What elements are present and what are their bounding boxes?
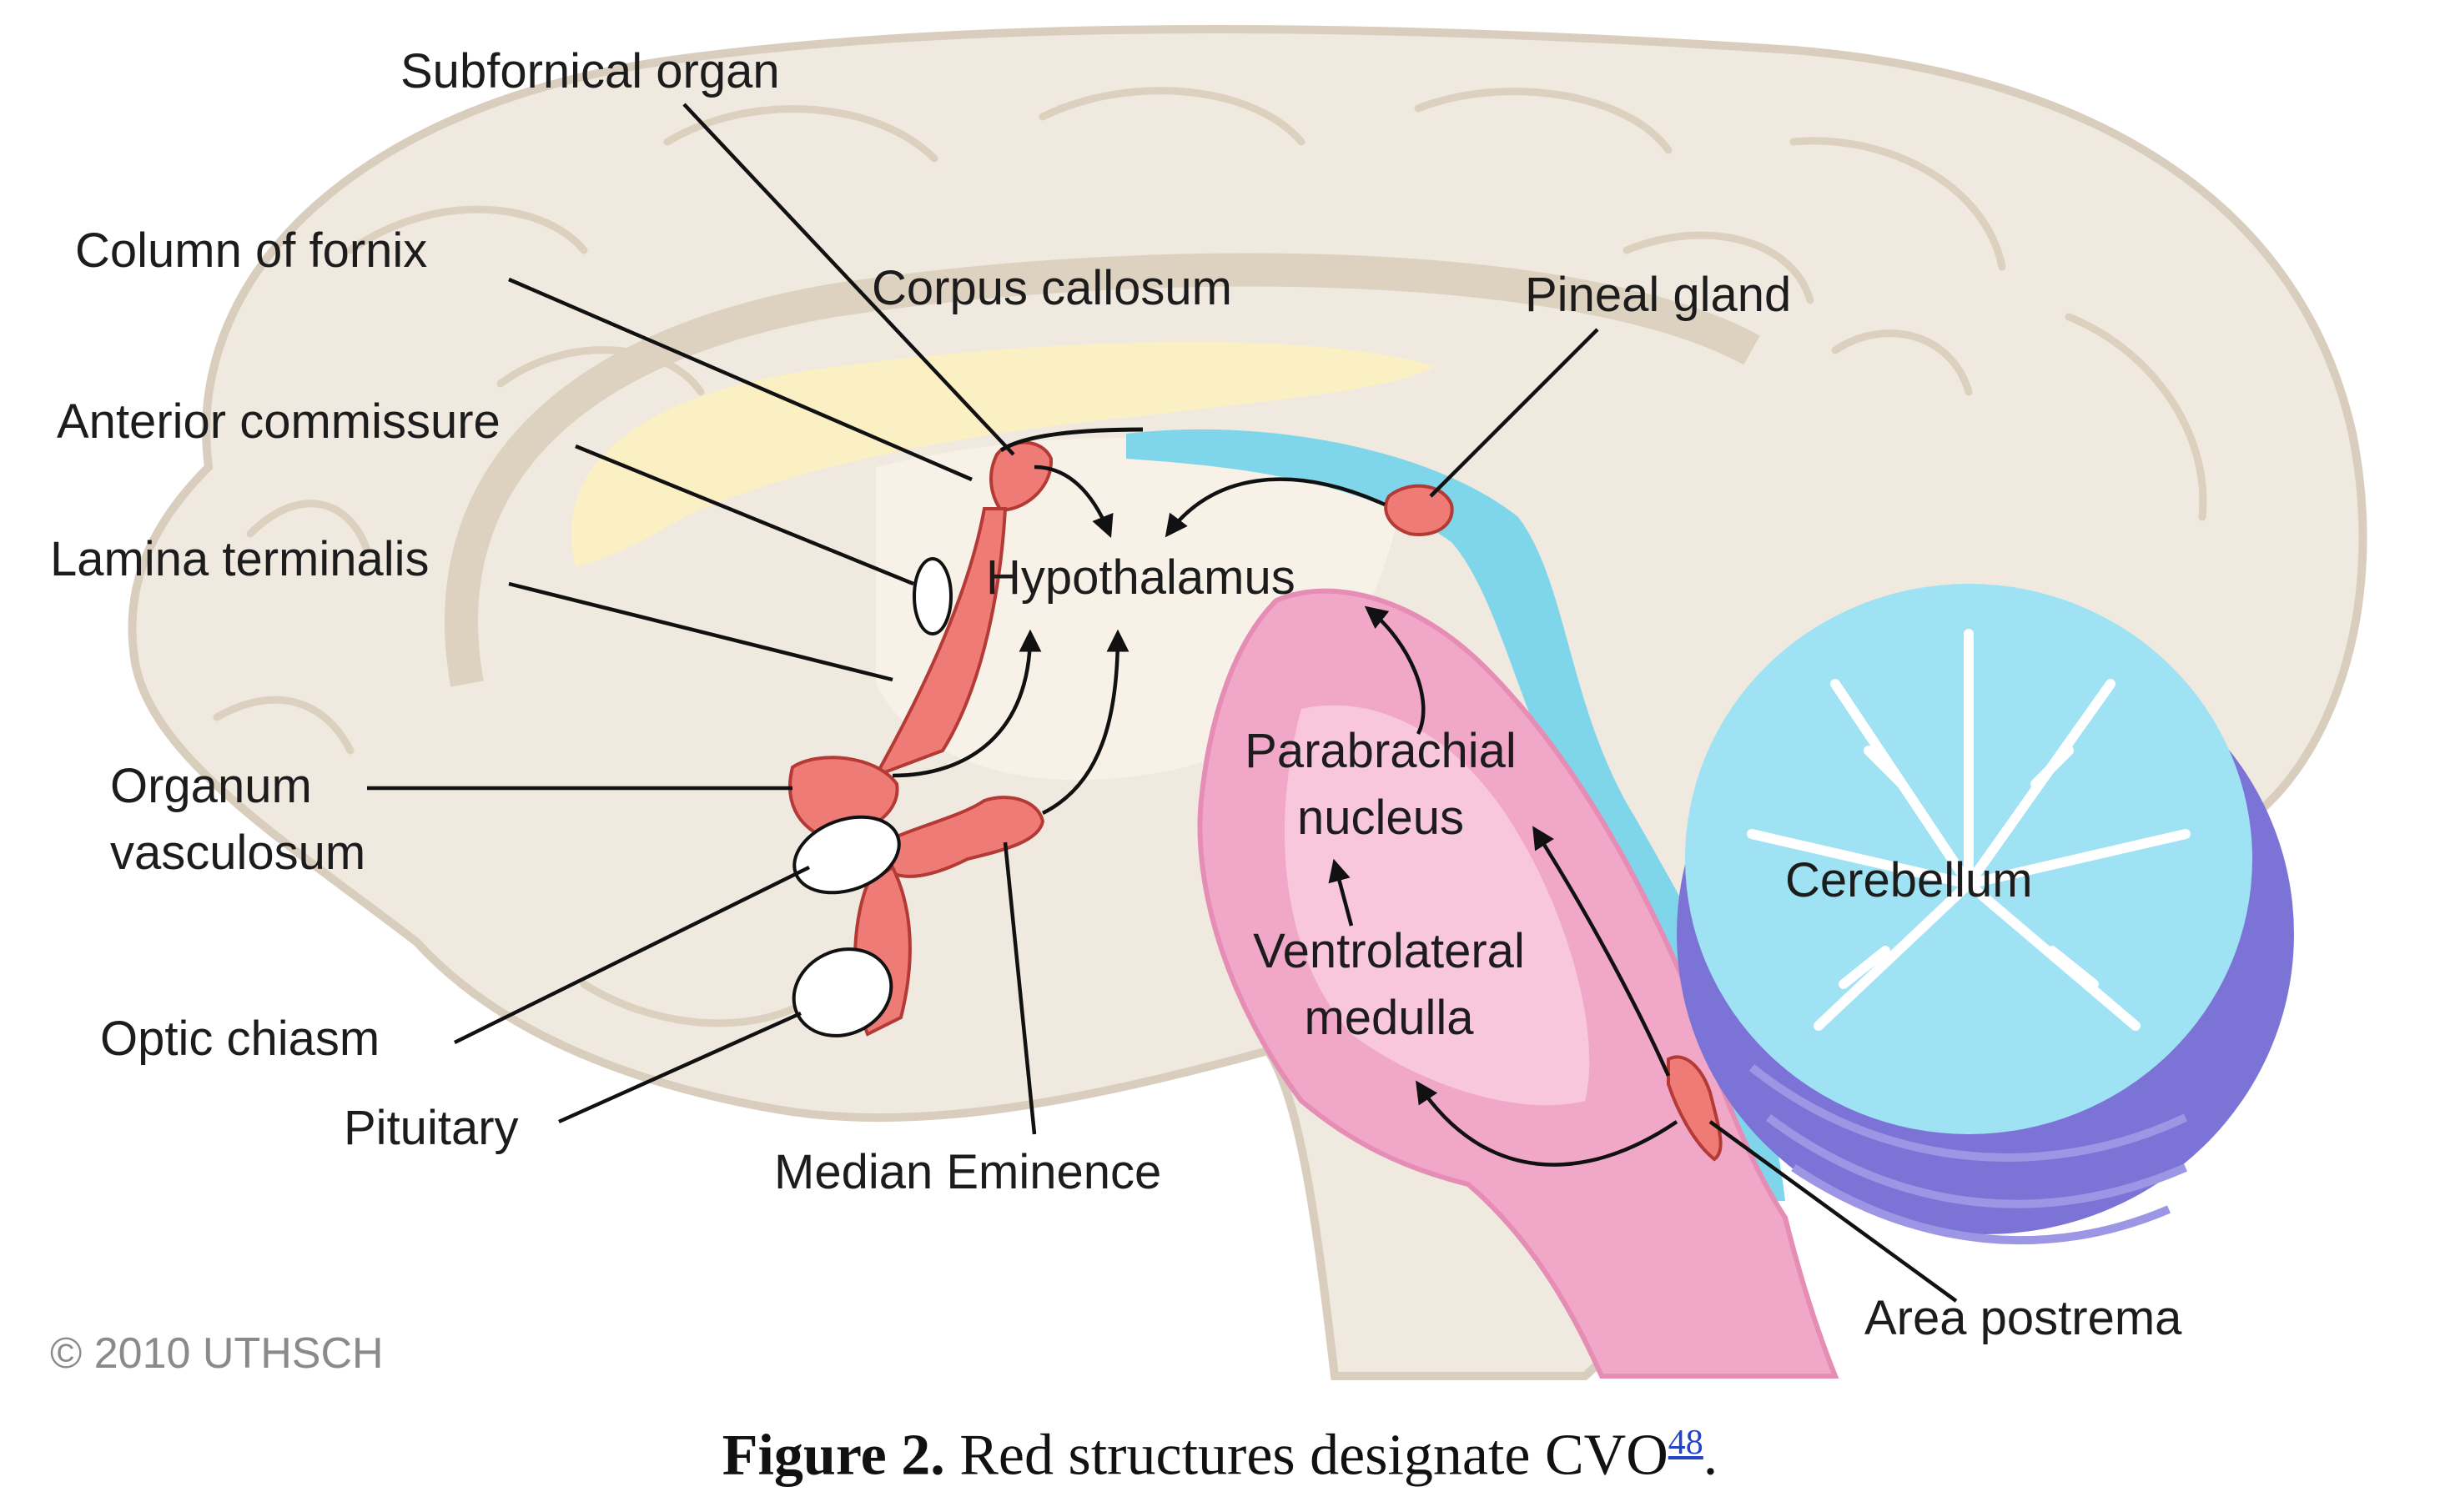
lamina-terminalis-shape (872, 507, 1008, 779)
anterior-commissure-shape (913, 557, 953, 635)
limbic-arc (445, 253, 1760, 687)
label-lamina-terminalis: Lamina terminalis (50, 532, 430, 586)
caption-reference: 48 (1668, 1410, 1703, 1464)
label-corpus-callosum: Corpus callosum (872, 261, 1232, 315)
label-hypothalamus: Hypothalamus (986, 550, 1295, 605)
caption-text: Red structures designate CVO (944, 1423, 1668, 1488)
label-median-eminence: Median Eminence (774, 1145, 1161, 1199)
fornix-arch (999, 427, 1144, 453)
leader-lines (367, 103, 1958, 1303)
figure-caption: Figure 2. Red structures designate CVO48… (0, 1409, 2440, 1489)
area-postrema-shape (1667, 1055, 1723, 1162)
arrow-pineal-to-hypothalamus (1165, 477, 1386, 538)
labels: Subfornical organ Column of fornix Corpu… (50, 44, 2182, 1378)
label-column-of-fornix: Column of fornix (75, 224, 427, 278)
cerebellum-shape (1677, 584, 2294, 1245)
arrow-ap-to-vlm (1416, 1080, 1678, 1167)
arrow-ap-to-pbn (1532, 826, 1671, 1077)
white-structures (792, 557, 953, 1037)
label-anterior-commissure: Anterior commissure (57, 394, 501, 449)
label-ventrolateral-medulla-line1: Ventrolateral (1253, 924, 1525, 978)
gyri-texture (213, 87, 2207, 1027)
label-pineal-gland: Pineal gland (1525, 268, 1791, 322)
label-parabrachial-nucleus-line2: nucleus (1297, 791, 1464, 845)
caption-period: . (1703, 1423, 1718, 1488)
median-eminence-shape (883, 796, 1045, 878)
arrow-vlm-to-pbn (1328, 858, 1354, 927)
label-optic-chiasm: Optic chiasm (100, 1012, 380, 1066)
copyright-notice: © 2010 UTHSCH (50, 1329, 384, 1378)
label-area-postrema: Area postrema (1864, 1291, 2182, 1345)
pineal-gland-shape (1384, 484, 1454, 536)
label-cerebellum: Cerebellum (1785, 853, 2033, 907)
arrow-sfo-to-hypothalamus (1034, 465, 1114, 539)
label-subfornical-organ: Subfornical organ (400, 44, 780, 98)
label-organum-vasculosum-line2: vasculosum (110, 826, 365, 880)
cvo-red-structures (787, 440, 1723, 1162)
label-organum-vasculosum-line1: Organum (110, 759, 312, 813)
flow-arrows (892, 465, 1678, 1167)
arrow-ovlt-to-hypothalamus (892, 629, 1042, 778)
subfornical-organ-shape (989, 440, 1054, 513)
label-parabrachial-nucleus-line1: Parabrachial (1245, 724, 1517, 778)
arrow-me-to-hypothalamus (1041, 629, 1129, 816)
arrow-pbn-to-hypothalamus (1364, 605, 1426, 736)
caption-label: Figure 2. (722, 1423, 945, 1488)
label-pituitary: Pituitary (344, 1101, 519, 1155)
brainstem-inner (1285, 705, 1590, 1106)
caption-reference-link[interactable]: 48 (1668, 1424, 1703, 1462)
label-ventrolateral-medulla-line2: medulla (1304, 991, 1474, 1045)
